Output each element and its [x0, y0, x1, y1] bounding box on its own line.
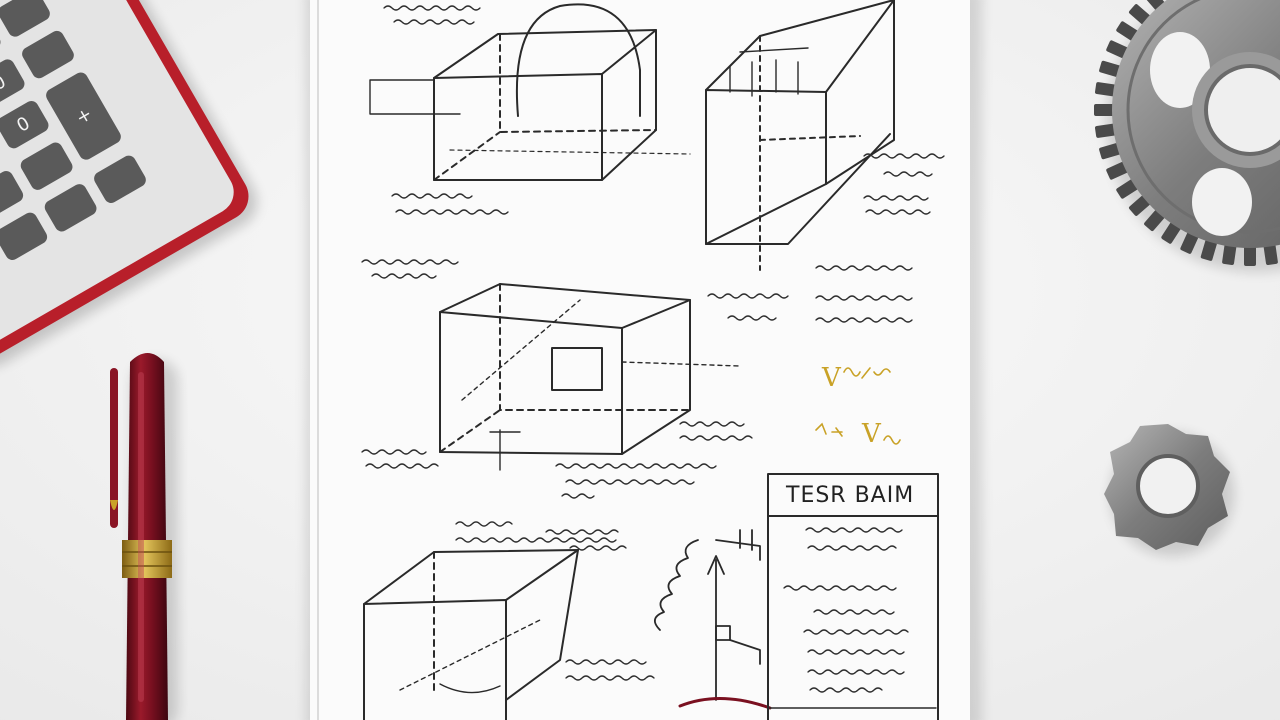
- formula-2: V: [861, 419, 882, 449]
- sketch-box-4: [363, 549, 579, 720]
- gear-nut-icon: [1104, 424, 1234, 556]
- sketch-box-1: [369, 3, 691, 181]
- pen-icon: [110, 353, 178, 720]
- notes-box-title: TESR BAIM: [785, 483, 914, 508]
- handwritten-annotations: [361, 5, 945, 693]
- gear-tooth: [1094, 104, 1118, 116]
- gear-tooth: [1244, 242, 1256, 266]
- formula-scribbles: [815, 367, 901, 445]
- formula-1: V: [821, 363, 842, 393]
- calculator-keys: [0, 0, 146, 260]
- sketch-spring: [654, 529, 772, 710]
- sketch-box-2: [705, 0, 895, 271]
- notes-box: [767, 473, 939, 720]
- calculator: 0 0 0 0 0 0 V C +: [0, 0, 258, 367]
- pen-band: [122, 540, 172, 578]
- gear-icon: [1094, 0, 1280, 272]
- sketch-box-3: [439, 283, 741, 471]
- notebook: TESR BAIM V V: [306, 0, 982, 720]
- notebook-page: [310, 0, 970, 720]
- calc-key-label: 0: [0, 71, 10, 95]
